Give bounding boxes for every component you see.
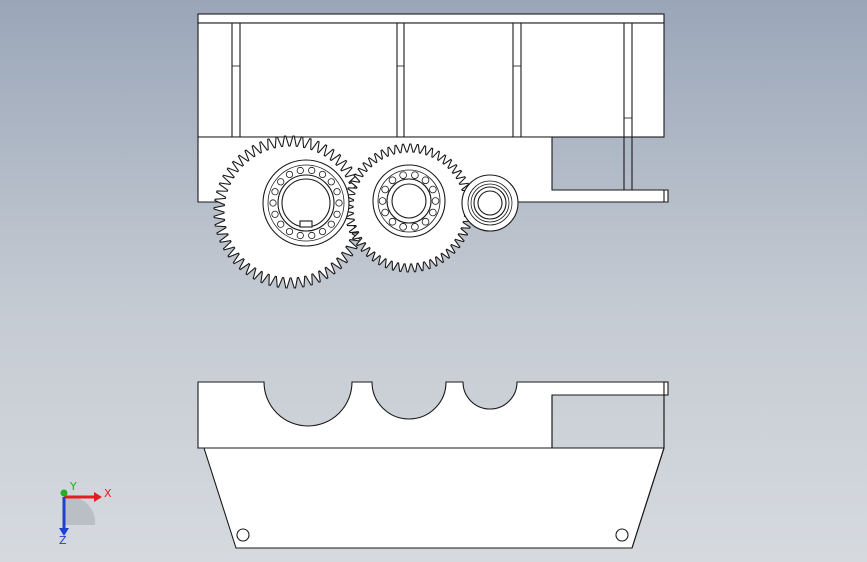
bearing-small-bore	[477, 190, 503, 216]
bearing-small[interactable]	[461, 174, 519, 232]
bearing-roller	[318, 170, 327, 179]
bearing-roller	[277, 220, 285, 228]
bearing-roller	[327, 220, 335, 228]
bearing-roller	[378, 197, 387, 205]
bearing-roller	[381, 208, 389, 217]
bearing-roller	[411, 171, 419, 179]
z-axis-arrowhead	[59, 528, 69, 536]
bearing-roller	[429, 185, 437, 194]
y-axis-label: Y	[69, 480, 77, 493]
axis-triad[interactable]: X Y Z	[59, 480, 112, 547]
bearing-medium-rollers	[378, 171, 440, 231]
bearing-large-bore	[281, 178, 331, 228]
bearing-roller	[271, 188, 279, 196]
bearing-small-seal	[470, 183, 510, 223]
bearing-large-outer-race	[267, 164, 345, 242]
z-axis-label: Z	[59, 534, 67, 547]
x-axis-label: X	[104, 487, 112, 500]
bearing-roller	[333, 210, 341, 218]
bearing-roller	[431, 197, 440, 205]
triad-shade	[64, 496, 96, 525]
bearing-roller	[285, 170, 294, 179]
bearing-roller	[421, 217, 430, 226]
bearing-roller	[335, 199, 343, 207]
bearing-roller	[296, 166, 304, 175]
bearing-roller	[411, 223, 419, 231]
bearing-small-outer-race	[467, 180, 513, 226]
bearing-roller	[429, 208, 437, 217]
bearing-large-rollers	[269, 166, 343, 240]
mounting-hole-right	[615, 528, 629, 542]
bearing-roller	[277, 178, 285, 186]
bearing-roller	[296, 231, 304, 240]
bearing-roller	[308, 166, 316, 175]
bearing-roller	[285, 227, 294, 236]
mounting-hole-left	[236, 528, 250, 542]
lower-housing[interactable]	[197, 381, 669, 549]
bearing-roller	[333, 188, 341, 196]
housing-upper-body	[197, 22, 665, 138]
bearing-roller	[318, 227, 327, 236]
bearing-roller	[399, 171, 407, 179]
bearing-roller	[269, 199, 277, 207]
lower-housing-lip	[663, 381, 669, 396]
bearing-roller	[308, 231, 316, 240]
bearing-roller	[399, 223, 407, 231]
y-axis-indicator	[60, 489, 68, 497]
bearing-large[interactable]	[262, 159, 350, 247]
lower-housing-top-block	[197, 381, 665, 449]
bearing-roller	[327, 178, 335, 186]
bearing-roller	[388, 217, 397, 226]
x-axis-arrowhead	[94, 492, 102, 502]
bearing-roller	[271, 210, 279, 218]
housing-lid-strip	[197, 13, 665, 24]
bearing-medium-bore	[391, 183, 427, 219]
bearing-roller	[421, 176, 430, 185]
housing-ribs	[231, 23, 633, 190]
bearing-roller	[381, 185, 389, 194]
bearing-medium[interactable]	[372, 164, 446, 238]
shaft-key	[299, 220, 313, 228]
bearing-roller	[388, 176, 397, 185]
bearing-medium-outer-race	[377, 169, 441, 233]
